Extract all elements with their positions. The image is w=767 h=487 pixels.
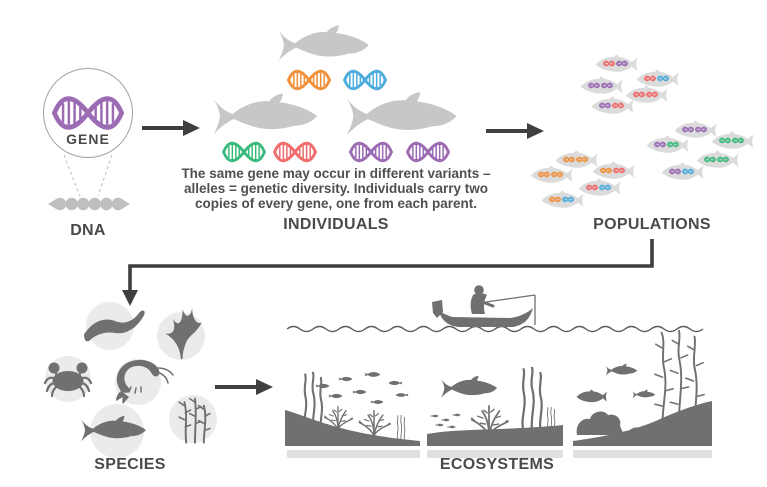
ecosystems-label: ECOSYSTEMS bbox=[439, 456, 555, 473]
down-left-connector-arrow bbox=[122, 239, 654, 306]
population-shoal bbox=[646, 120, 754, 180]
ecosystems-group bbox=[285, 285, 712, 458]
caption-line: alleles = genetic diversity. Individuals… bbox=[183, 181, 488, 196]
right-arrow-icon bbox=[142, 120, 200, 136]
gene-label: GENE bbox=[66, 131, 110, 147]
population-fish bbox=[591, 96, 634, 114]
population-fish bbox=[580, 76, 623, 94]
population-fish bbox=[636, 69, 679, 87]
allele-helix-icon bbox=[349, 141, 393, 163]
population-fish bbox=[541, 190, 584, 208]
dna-helix-icon bbox=[51, 90, 125, 136]
population-fish bbox=[555, 150, 598, 168]
allele-helix-icon bbox=[343, 69, 387, 91]
population-fish bbox=[595, 54, 638, 72]
population-shoal bbox=[580, 54, 679, 114]
dna-label: DNA bbox=[70, 222, 106, 239]
individuals-group bbox=[213, 25, 457, 163]
population-fish bbox=[578, 178, 621, 196]
right-arrow-icon bbox=[215, 379, 273, 395]
seabed-kelp-rocks-icon bbox=[573, 329, 712, 446]
species-group bbox=[43, 302, 217, 458]
species-label: SPECIES bbox=[94, 456, 166, 473]
fish-icon bbox=[213, 93, 318, 134]
population-fish bbox=[646, 135, 689, 153]
individuals-label: INDIVIDUALS bbox=[283, 216, 389, 233]
population-fish bbox=[674, 120, 717, 138]
fisherman-boat-icon bbox=[432, 285, 536, 327]
seabed-trout-icon bbox=[427, 367, 563, 446]
population-fish bbox=[711, 131, 754, 149]
allele-helix-icon bbox=[406, 141, 450, 163]
individuals-caption: The same gene may occur in different var… bbox=[160, 166, 512, 211]
shrimp-icon bbox=[116, 359, 174, 404]
right-arrow-icon bbox=[486, 123, 544, 139]
population-shoal bbox=[530, 150, 635, 208]
dna-strand-icon bbox=[48, 154, 130, 211]
allele-helix-icon bbox=[287, 69, 331, 91]
eel-icon bbox=[84, 310, 145, 342]
population-fish bbox=[696, 150, 739, 168]
populations-label: POPULATIONS bbox=[593, 216, 711, 233]
caption-line: The same gene may occur in different var… bbox=[181, 166, 491, 181]
fish-icon bbox=[346, 92, 457, 135]
crab-icon bbox=[43, 362, 93, 398]
gene-circle: GENE bbox=[43, 68, 133, 158]
populations-group bbox=[530, 54, 754, 208]
water-surface-icon bbox=[286, 325, 704, 333]
population-fish bbox=[625, 85, 668, 103]
allele-helix-icon bbox=[222, 141, 266, 163]
population-fish bbox=[530, 165, 573, 183]
caption-line: copies of every gene, one from each pare… bbox=[194, 196, 478, 211]
population-fish bbox=[661, 162, 704, 180]
seabed-fish-school-icon bbox=[285, 371, 420, 446]
allele-helix-icon bbox=[273, 141, 317, 163]
fish-icon bbox=[278, 25, 369, 61]
population-fish bbox=[592, 161, 635, 179]
species-circle bbox=[169, 395, 217, 443]
